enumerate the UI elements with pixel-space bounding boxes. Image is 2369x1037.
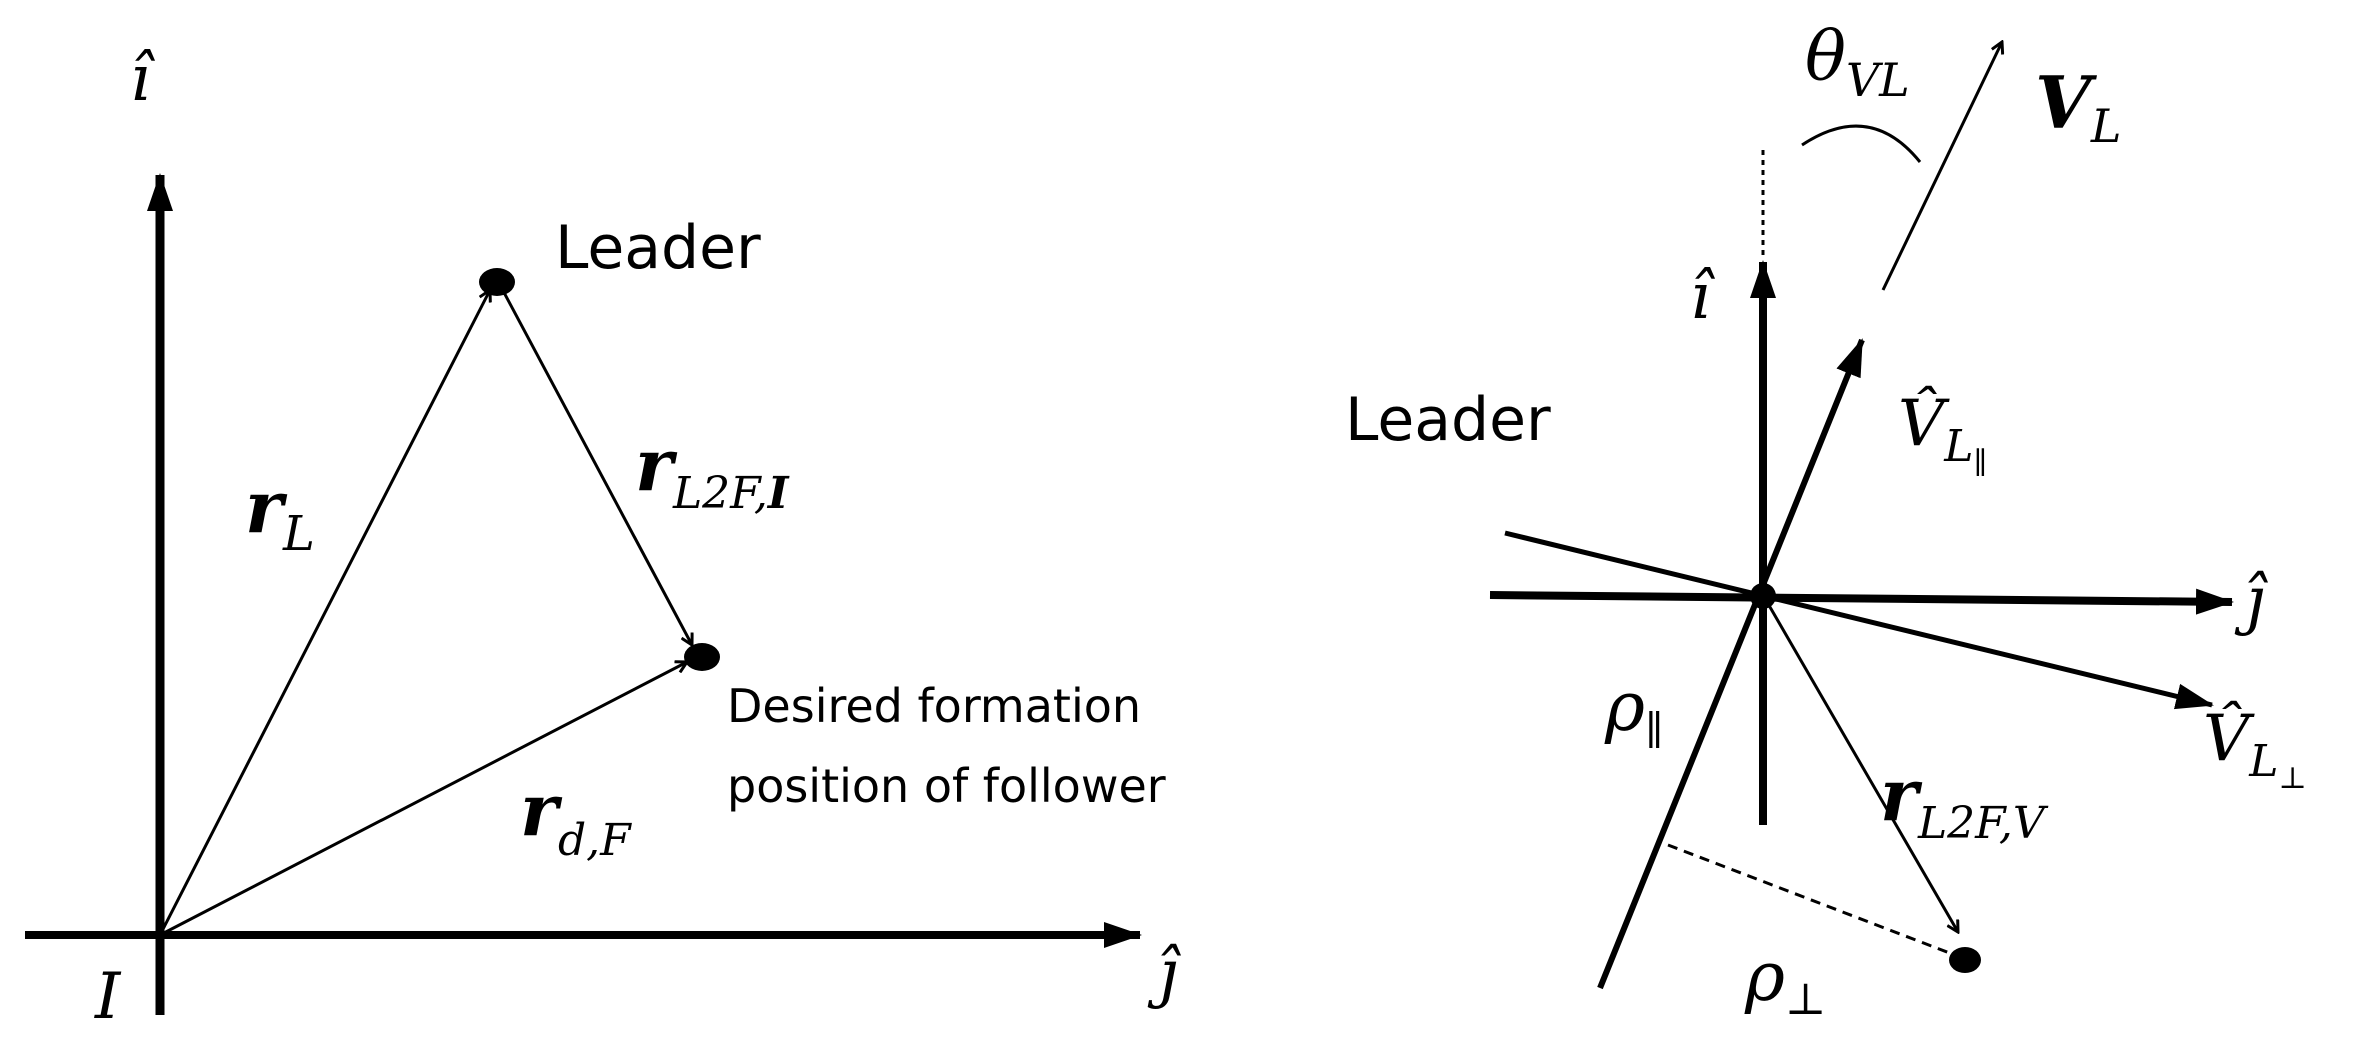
theta-VL-arc xyxy=(1801,124,1922,163)
r-L2F-V-label: rL2F,V xyxy=(1880,752,2049,849)
V-L-label: VL xyxy=(2035,60,2121,153)
left-i-hat-label: î xyxy=(130,42,156,116)
rho-perp-dashed-line xyxy=(1667,843,1961,959)
r-L2F-I-label: rL2F,I xyxy=(635,422,790,519)
r-L2F-V-vector xyxy=(1761,594,1958,932)
right-j-axis xyxy=(1489,588,2234,615)
right-leader-point xyxy=(1750,583,1776,609)
V-L-perp-axis xyxy=(1504,530,2214,710)
r-L-vector xyxy=(158,290,490,936)
left-leader-label: Leader xyxy=(555,213,761,283)
left-panel: î ĵ I Leader rL rL2F,I rd,F Desired form… xyxy=(25,42,1182,1034)
left-j-hat-label: ĵ xyxy=(1147,937,1182,1011)
right-j-hat-label: ĵ xyxy=(2234,564,2269,638)
r-L2F-I-vector xyxy=(498,284,692,645)
follower-label-line2: position of follower xyxy=(727,759,1166,813)
right-follower-point xyxy=(1949,947,1981,973)
leader-point xyxy=(479,268,515,296)
r-dF-vector xyxy=(159,662,687,937)
V-L-par-axis xyxy=(1597,338,1865,990)
theta-VL-label: θVL xyxy=(1805,18,1910,107)
right-panel: θVL VL î ĵ Leader V̂L∥ V̂L⊥ rL2F,V ρ∥ ρ⊥ xyxy=(1345,18,2307,1025)
rho-perp-label: ρ⊥ xyxy=(1744,938,1826,1025)
follower-point xyxy=(684,643,720,671)
r-dF-label: rd,F xyxy=(520,767,632,866)
origin-label: I xyxy=(94,960,122,1034)
V-L-par-label: V̂L∥ xyxy=(1898,386,1987,481)
right-leader-label: Leader xyxy=(1345,385,1551,455)
r-L-label: rL xyxy=(245,464,315,562)
right-i-hat-label: î xyxy=(1690,260,1716,334)
rho-par-label: ρ∥ xyxy=(1604,668,1663,754)
V-L-vector xyxy=(1881,42,2002,291)
follower-label-line1: Desired formation xyxy=(727,679,1141,733)
V-L-perp-label: V̂L⊥ xyxy=(2203,701,2307,796)
